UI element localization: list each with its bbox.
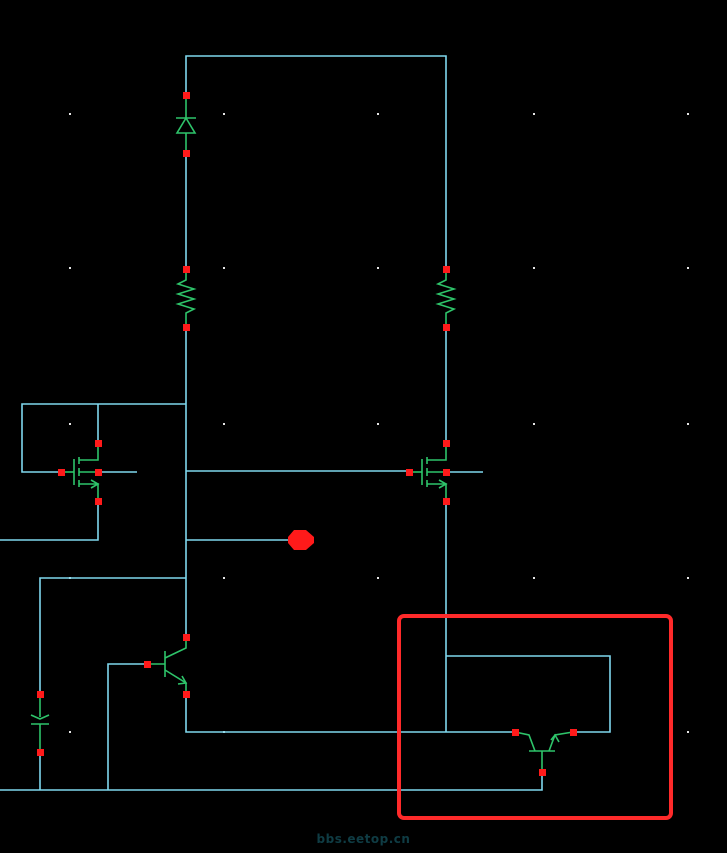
- mosfet-icon: [409, 443, 448, 501]
- pin-c1-bottom[interactable]: [37, 749, 44, 756]
- pin-d1-cathode[interactable]: [183, 150, 190, 157]
- pin-r2-top[interactable]: [443, 266, 450, 273]
- probe-icon: [288, 530, 314, 550]
- wires[interactable]: [0, 55, 611, 791]
- pin-m2-source[interactable]: [443, 498, 450, 505]
- transistor-icon: [514, 731, 574, 773]
- transistor-icon: [147, 637, 188, 695]
- net-probe[interactable]: [288, 530, 314, 550]
- wire-bottom-rail[interactable]: [0, 773, 543, 791]
- pin-r2-bottom[interactable]: [443, 324, 450, 331]
- bjt-q1[interactable]: [147, 637, 188, 695]
- pin-r1-bottom[interactable]: [183, 324, 190, 331]
- pin-q1-base[interactable]: [144, 661, 151, 668]
- wire-cap-top[interactable]: [39, 577, 186, 694]
- pin-r1-top[interactable]: [183, 266, 190, 273]
- pin-q2-right[interactable]: [570, 729, 577, 736]
- diode-d1[interactable]: [175, 95, 197, 153]
- pin-m2-gate[interactable]: [406, 469, 413, 476]
- mosfet-m2[interactable]: [409, 443, 448, 501]
- mosfet-m1[interactable]: [61, 443, 100, 501]
- resistor-icon: [175, 269, 197, 327]
- mosfet-icon: [61, 443, 100, 501]
- wire-left-mos-loop[interactable]: [21, 403, 186, 473]
- wire-top-rail[interactable]: [185, 55, 447, 269]
- highlight-box: [397, 614, 673, 820]
- capacitor-c1[interactable]: [30, 694, 50, 752]
- pin-m2-drain[interactable]: [443, 440, 450, 447]
- pin-q1-collector[interactable]: [183, 634, 190, 641]
- pin-m1-body[interactable]: [95, 469, 102, 476]
- pin-q2-left[interactable]: [512, 729, 519, 736]
- pin-q2-base[interactable]: [539, 769, 546, 776]
- pin-m1-gate[interactable]: [58, 469, 65, 476]
- watermark: bbs.eetop.cn: [316, 832, 411, 846]
- pin-q1-emitter[interactable]: [183, 691, 190, 698]
- resistor-r2[interactable]: [435, 269, 457, 327]
- pin-d1-anode[interactable]: [183, 92, 190, 99]
- grid-dots: [69, 113, 689, 733]
- pin-m1-drain[interactable]: [95, 440, 102, 447]
- capacitor-icon: [30, 694, 50, 752]
- pin-m1-source[interactable]: [95, 498, 102, 505]
- wire-bjt-base[interactable]: [107, 663, 147, 790]
- pin-c1-top[interactable]: [37, 691, 44, 698]
- bjt-q2[interactable]: [514, 731, 574, 773]
- pins[interactable]: [37, 92, 577, 776]
- diode-icon: [175, 95, 197, 153]
- pin-m2-body[interactable]: [443, 469, 450, 476]
- wire-highlight-loop[interactable]: [446, 655, 611, 733]
- resistor-icon: [435, 269, 457, 327]
- resistor-r1[interactable]: [175, 269, 197, 327]
- wire-left-mos-source[interactable]: [0, 501, 99, 541]
- wire-bjt-emitter[interactable]: [185, 695, 515, 733]
